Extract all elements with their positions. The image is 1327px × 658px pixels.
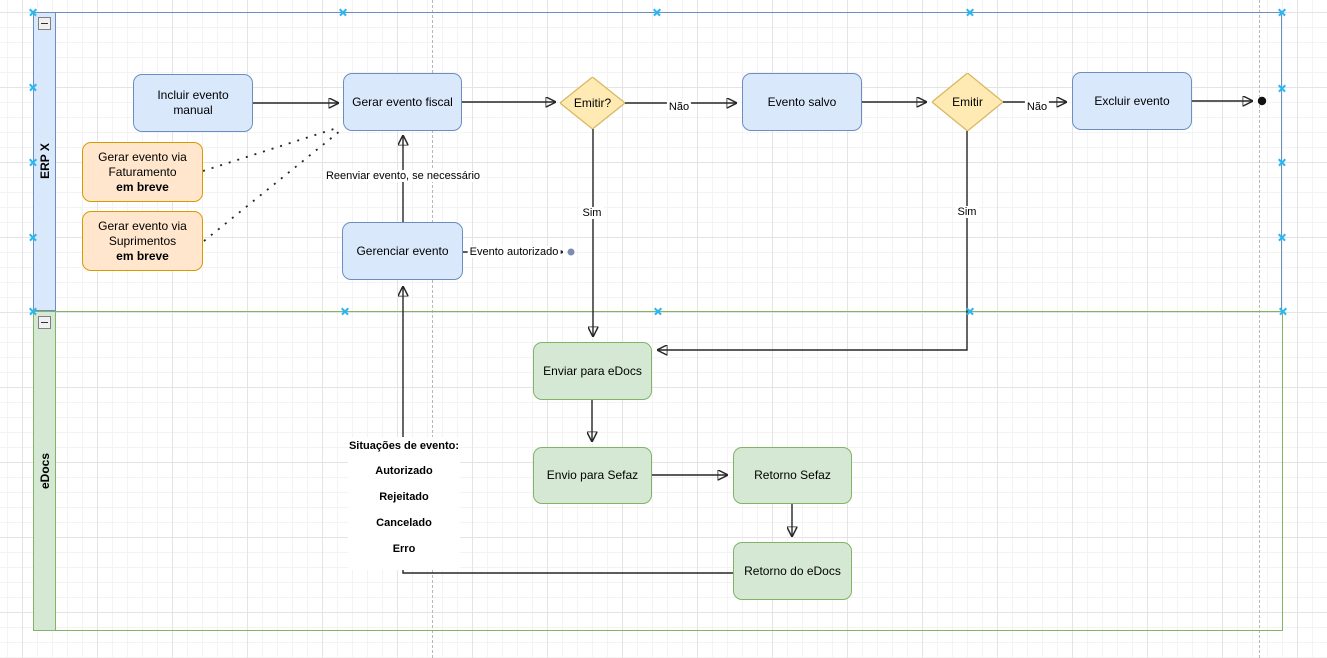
status-legend-item: Rejeitado	[379, 491, 429, 503]
lane-header-edocs[interactable]	[33, 311, 56, 631]
status-legend-item: Cancelado	[376, 517, 432, 529]
collapse-lane-erp-button[interactable]	[38, 17, 51, 30]
selection-handle[interactable]	[29, 8, 38, 17]
end-event-dot[interactable]	[1257, 96, 1267, 106]
node-envio-para-sefaz[interactable]: Envio para Sefaz	[533, 447, 652, 504]
node-gerar-via-faturamento[interactable]: Gerar evento via Faturamento em breve	[82, 142, 203, 202]
edge-label-sim-2[interactable]: Sim	[955, 206, 979, 218]
status-legend-title: Situações de evento:	[348, 440, 460, 452]
edge-dotted-faturamento-to-gerar[interactable]	[202, 126, 341, 172]
edge-label-evento-autorizado[interactable]: Evento autorizado	[467, 246, 561, 258]
minus-icon	[41, 322, 48, 323]
selection-handle[interactable]	[29, 233, 38, 242]
node-excluir-evento[interactable]: Excluir evento	[1072, 72, 1192, 130]
node-gerar-via-suprimentos[interactable]: Gerar evento via Suprimentos em breve	[82, 211, 203, 271]
node-incluir-evento-manual[interactable]: Incluir evento manual	[133, 74, 253, 132]
status-legend-item: Autorizado	[375, 465, 433, 477]
edge-retorno-edocs-to-gerenciar[interactable]	[403, 287, 733, 574]
node-decision-emitir-2[interactable]: Emitir	[932, 73, 1003, 131]
selection-handle[interactable]	[341, 307, 350, 316]
edge-label-nao-1[interactable]: Não	[666, 101, 692, 113]
selection-handle[interactable]	[339, 8, 348, 17]
node-enviar-para-edocs[interactable]: Enviar para eDocs	[533, 342, 652, 400]
node-retorno-do-edocs[interactable]: Retorno do eDocs	[733, 542, 852, 600]
edge-dotted-suprimentos-to-gerar[interactable]	[203, 130, 341, 242]
selection-handle[interactable]	[29, 158, 38, 167]
selection-handle[interactable]	[654, 307, 663, 316]
selection-handle[interactable]	[1279, 307, 1288, 316]
edge-label-reenviar-evento[interactable]: Reenviar evento, se necessário	[323, 170, 483, 182]
edge-emitir2-sim-to-enviar[interactable]	[658, 131, 968, 350]
collapse-lane-edocs-button[interactable]	[38, 316, 51, 329]
selection-handle[interactable]	[1278, 158, 1287, 167]
selection-handle[interactable]	[29, 83, 38, 92]
page-break-guide	[1259, 0, 1260, 658]
node-gerenciar-evento[interactable]: Gerenciar evento	[342, 222, 463, 280]
selection-handle[interactable]	[29, 307, 38, 316]
status-legend-item: Erro	[392, 543, 416, 555]
node-retorno-sefaz[interactable]: Retorno Sefaz	[733, 447, 852, 504]
node-gerar-evento-fiscal[interactable]: Gerar evento fiscal	[343, 73, 462, 131]
selection-handle[interactable]	[1278, 233, 1287, 242]
selection-handle[interactable]	[1278, 8, 1287, 17]
selection-handle[interactable]	[1278, 84, 1287, 93]
page-break-guide	[432, 0, 433, 658]
selection-handle[interactable]	[966, 307, 975, 316]
minus-icon	[41, 23, 48, 24]
selection-handle[interactable]	[653, 8, 662, 17]
node-evento-salvo[interactable]: Evento salvo	[742, 73, 862, 131]
edge-label-sim-1[interactable]: Sim	[580, 207, 604, 219]
edge-label-nao-2[interactable]: Não	[1024, 101, 1050, 113]
selection-handle[interactable]	[966, 8, 975, 17]
status-legend[interactable]: Situações de evento: Autorizado Rejeitad…	[348, 437, 460, 570]
node-decision-emitir-1[interactable]: Emitir?	[560, 77, 625, 129]
evento-autorizado-dot[interactable]	[567, 248, 575, 256]
